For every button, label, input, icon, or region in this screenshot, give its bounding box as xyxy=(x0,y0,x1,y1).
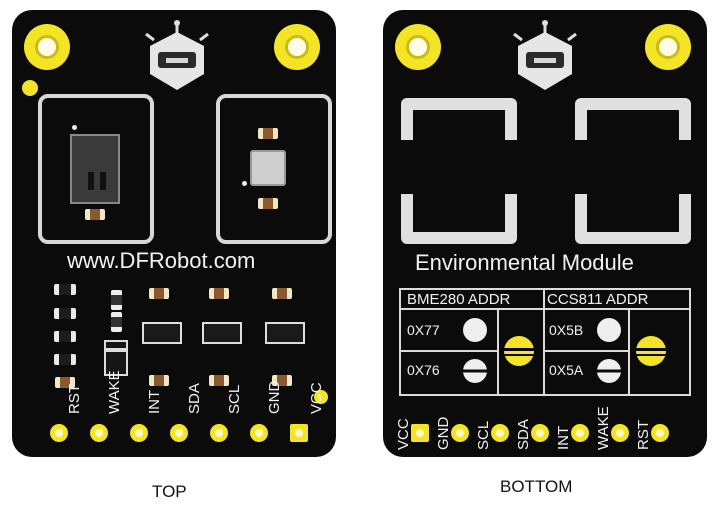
sensor-bracket-right xyxy=(575,98,691,244)
top-board: www.DFRobot.com RST WAKE INT SDA SCL GND… xyxy=(12,10,336,457)
pin-pad[interactable] xyxy=(170,424,188,442)
pin-pad[interactable] xyxy=(250,424,268,442)
pin-label-wake: WAKE xyxy=(595,406,612,450)
pin-label-int: INT xyxy=(146,389,163,414)
ccs811-addr-header: CCS811 ADDR xyxy=(547,291,649,308)
pin-label-sda: SDA xyxy=(515,419,532,450)
pin-label-vcc: VCC xyxy=(395,418,412,450)
capacitor xyxy=(111,290,122,310)
ccs811-addr-0x5a: 0X5A xyxy=(549,362,584,378)
pin-label-scl: SCL xyxy=(226,384,243,414)
solder-jumper-split xyxy=(597,359,621,383)
pin-pad[interactable] xyxy=(50,424,68,442)
caption-top: TOP xyxy=(152,482,187,501)
pin-label-gnd: GND xyxy=(266,380,283,414)
pin-pad[interactable] xyxy=(290,424,308,442)
fiducial-dot xyxy=(314,390,328,404)
pin-pad[interactable] xyxy=(651,424,669,442)
bme280-chip xyxy=(250,150,286,186)
mounting-hole-icon xyxy=(274,24,320,70)
resistor xyxy=(54,284,76,295)
module-title: Environmental Module xyxy=(415,250,634,275)
url-text: www.DFRobot.com xyxy=(67,248,256,273)
pin-pad[interactable] xyxy=(491,424,509,442)
capacitor xyxy=(85,209,105,220)
pin-pad[interactable] xyxy=(210,424,228,442)
dfrobot-logo-icon xyxy=(145,20,209,90)
diode xyxy=(104,340,128,376)
capacitor xyxy=(258,128,278,139)
bme280-addr-0x77: 0X77 xyxy=(407,322,440,338)
mounting-hole-icon xyxy=(645,24,691,70)
pin-pad[interactable] xyxy=(611,424,629,442)
solder-jumper-open xyxy=(463,318,487,342)
capacitor xyxy=(209,375,229,386)
transistor xyxy=(142,322,182,344)
transistor xyxy=(202,322,242,344)
pin-label-gnd: GND xyxy=(435,416,452,450)
pin-pad[interactable] xyxy=(571,424,589,442)
solder-jumper-bridged xyxy=(504,336,534,366)
mounting-hole-icon xyxy=(395,24,441,70)
pin-pad[interactable] xyxy=(451,424,469,442)
pin-label-rst: RST xyxy=(635,420,652,450)
bme280-addr-0x76: 0X76 xyxy=(407,362,440,378)
resistor xyxy=(54,354,76,365)
solder-jumper-bridged xyxy=(636,336,666,366)
mounting-hole-icon xyxy=(24,24,70,70)
pin-pad[interactable] xyxy=(90,424,108,442)
address-table xyxy=(399,288,691,396)
pin-label-vcc: VCC xyxy=(308,382,325,414)
pin-pad[interactable] xyxy=(411,424,429,442)
capacitor xyxy=(149,288,169,299)
pin-label-scl: SCL xyxy=(475,420,492,450)
pin-label-sda: SDA xyxy=(186,383,203,414)
capacitor xyxy=(55,377,75,388)
sensor-outline-left xyxy=(38,94,154,244)
sensor-outline-right xyxy=(216,94,332,244)
ccs811-addr-0x5b: 0X5B xyxy=(549,322,584,338)
pin-label-rst: RST xyxy=(66,384,83,414)
solder-jumper-split xyxy=(463,359,487,383)
pin-pad[interactable] xyxy=(531,424,549,442)
capacitor xyxy=(149,375,169,386)
solder-jumper-open xyxy=(597,318,621,342)
capacitor xyxy=(272,375,292,386)
transistor xyxy=(265,322,305,344)
pin-pad[interactable] xyxy=(130,424,148,442)
dfrobot-logo-icon xyxy=(513,20,577,90)
sensor-bracket-left xyxy=(401,98,517,244)
caption-bottom: BOTTOM xyxy=(500,477,573,496)
gas-sensor-chip xyxy=(70,134,120,204)
pin-label-int: INT xyxy=(555,425,572,450)
capacitor xyxy=(111,312,122,332)
resistor xyxy=(54,308,76,319)
capacitor xyxy=(209,288,229,299)
bottom-board: Environmental Module BME280 ADDR CCS811 … xyxy=(383,10,707,457)
pin-label-wake: WAKE xyxy=(106,370,123,414)
bme280-addr-header: BME280 ADDR xyxy=(407,291,511,308)
capacitor xyxy=(258,198,278,209)
fiducial-dot xyxy=(22,80,38,96)
capacitor xyxy=(272,288,292,299)
resistor xyxy=(54,331,76,342)
